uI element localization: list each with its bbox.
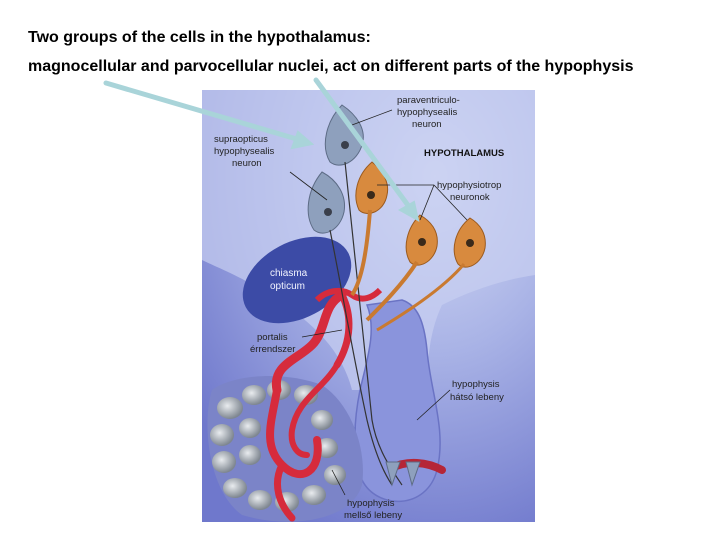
nucleus: [324, 208, 332, 216]
cell: [311, 410, 333, 430]
label-supraoptic-3: neuron: [232, 158, 262, 169]
label-anterior-1: hypophysis: [347, 498, 395, 509]
label-chiasma-2: opticum: [270, 281, 305, 292]
label-chiasma-1: chiasma: [270, 268, 308, 279]
label-paraventricular-1: paraventriculo-: [397, 95, 460, 106]
label-portal-1: portalis: [257, 332, 288, 343]
label-paraventricular-2: hypophysealis: [397, 107, 457, 118]
label-supraoptic-2: hypophysealis: [214, 146, 274, 157]
nucleus: [341, 141, 349, 149]
parvocellular-axon: [376, 263, 466, 332]
cell: [223, 478, 247, 498]
parvocellular-axon: [365, 260, 419, 322]
axon-terminal: [405, 461, 421, 487]
label-posterior-2: hátsó lebeny: [450, 392, 504, 403]
heading-line-1: Two groups of the cells in the hypothala…: [28, 29, 371, 46]
cell: [210, 424, 234, 446]
label-hypothalamus: HYPOTHALAMUS: [424, 148, 504, 159]
axon-terminal: [385, 461, 401, 487]
nucleus: [418, 238, 426, 246]
nucleus: [367, 191, 375, 199]
parvocellular-axon: [350, 209, 372, 297]
label-posterior-1: hypophysis: [452, 379, 500, 390]
cell: [242, 385, 266, 405]
cell: [239, 418, 261, 438]
label-hypophysiotrop-1: hypophysiotrop: [437, 180, 501, 191]
label-supraoptic-1: supraopticus: [214, 134, 268, 145]
chiasma-opticum: [242, 236, 352, 324]
axon: [329, 229, 393, 486]
nucleus: [466, 239, 474, 247]
label-anterior-2: mellső lebeny: [344, 510, 402, 521]
cell: [248, 490, 272, 510]
cell: [239, 445, 261, 465]
label-portal-2: érrendszer: [250, 344, 295, 355]
cell: [217, 397, 243, 419]
hypothalamus-pituitary-diagram: paraventriculo- hypophysealis neuron sup…: [202, 90, 535, 522]
cell: [302, 485, 326, 505]
heading-line-2: magnocellular and parvocellular nuclei, …: [28, 58, 634, 75]
cell: [212, 451, 236, 473]
label-hypophysiotrop-2: neuronok: [450, 192, 490, 203]
label-paraventricular-3: neuron: [412, 119, 442, 130]
